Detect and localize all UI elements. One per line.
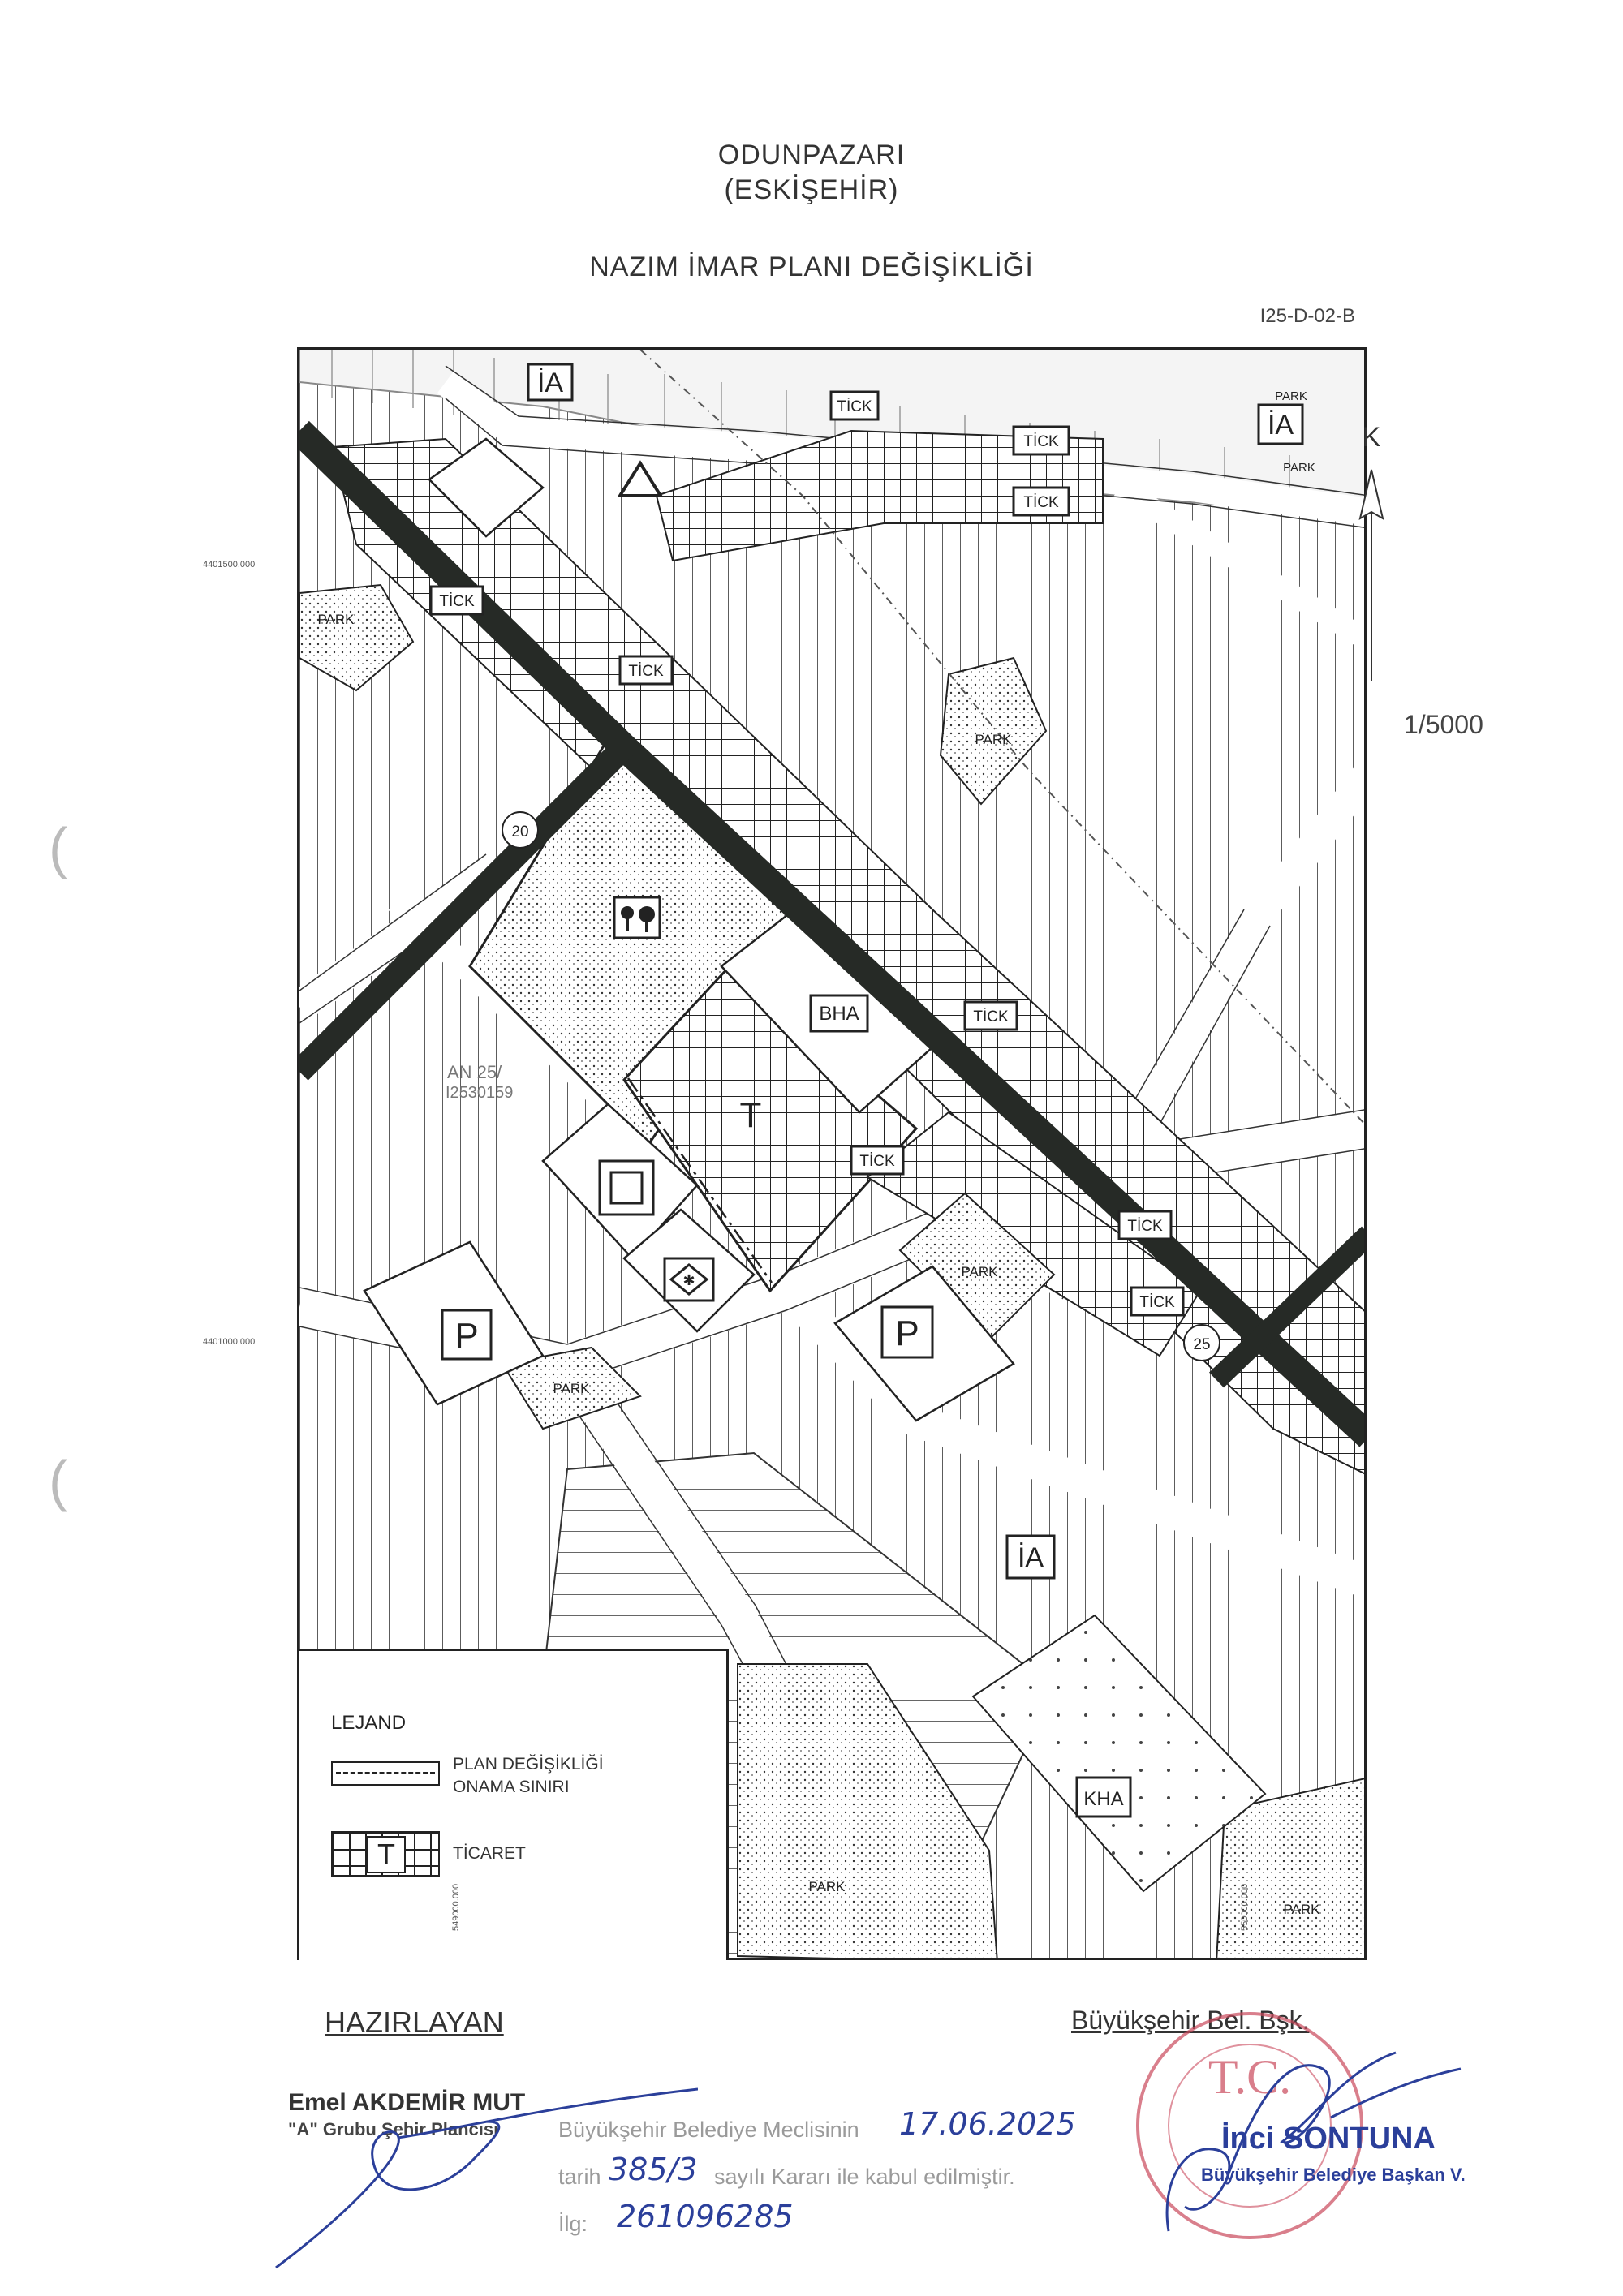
map-label-ia: İA [537,368,563,398]
trees-icon [613,896,661,939]
legend-commerce-swatch: T [331,1831,440,1877]
map-label-park: PARK [1283,461,1315,475]
svg-text:✱: ✱ [682,1272,695,1288]
city-title: (ESKİŞEHİR) [724,174,899,205]
map-label-park: PARK [808,1879,846,1894]
map-label-park: PARK [317,612,355,627]
map-label-park: PARK [1275,389,1307,403]
legend-title: LEJAND [331,1712,407,1734]
map-label-t: T [740,1095,762,1135]
legend-boundary-swatch [331,1761,440,1786]
north-label: K [1362,422,1381,453]
district-title: ODUNPAZARI [717,140,906,170]
id-number: 261096285 [617,2199,794,2234]
legend-commerce-symbol: T [367,1836,406,1873]
legend-item-boundary-sub: ONAMA SINIRI [453,1778,570,1796]
map-label-ia: İA [1018,1542,1044,1573]
map-label-tick: TİCK [973,1008,1009,1025]
map-label-tick: TİCK [1127,1218,1163,1235]
map-label-park: PARK [975,732,1012,747]
map-label-park: PARK [1283,1902,1320,1917]
planner-signature-icon [275,2087,698,2269]
road-number-label: 25 [1193,1336,1210,1353]
legend-item-boundary: PLAN DEĞİŞİKLİĞİ [453,1755,604,1774]
decision-suffix: sayılı Kararı ile kabul edilmiştir. [714,2165,1015,2189]
map-label-park: PARK [553,1381,590,1396]
coord-x-right: 550000.000 [1240,1883,1250,1931]
map-label-tick: TİCK [859,1153,895,1170]
map-label-tick: TİCK [1139,1294,1175,1311]
facility-square-icon [598,1159,655,1216]
official-seal-icon: T.C. [1136,2012,1363,2239]
decision-number: 385/3 [609,2152,698,2187]
facility-diamond-icon: ✱ [663,1257,715,1302]
map-label-bha: BHA [819,1003,859,1025]
road-number-label: 20 [511,823,528,841]
map-label-p: P [895,1314,919,1353]
decision-prefix: tarih [558,2165,601,2189]
scale-label: 1/5000 [1404,710,1483,739]
triangle-symbol-icon [617,460,664,497]
legend-item-commerce: TİCARET [453,1844,526,1863]
north-arrow: K [1347,422,1396,693]
map-label-ia: İA [1268,410,1294,441]
map-label-tick: TİCK [628,663,664,680]
mayor-signature-icon [1165,2051,1462,2232]
svg-text:T.C.: T.C. [1208,2050,1291,2104]
cadastral-label: AN 25/ [447,1062,502,1082]
map-label-p: P [454,1316,478,1356]
prepared-by-label: HAZIRLAYAN [325,2006,504,2039]
map-label-tick: TİCK [837,398,872,415]
planner-role: "A" Grubu Şehir Plancısı [288,2119,499,2139]
punch-hole-icon: ( [49,816,68,879]
plan-title: NAZIM İMAR PLANI DEĞİŞİKLİĞİ [589,252,1034,282]
council-line: Büyükşehir Belediye Meclisinin [558,2118,859,2142]
map-label-kha: KHA [1083,1788,1123,1810]
map-label-tick: TİCK [439,593,475,610]
id-prefix: İlg: [558,2212,588,2236]
punch-hole-icon: ( [49,1449,68,1512]
map-label-tick: TİCK [1023,433,1059,450]
coord-x-left: 549000.000 [451,1883,461,1931]
council-date: 17.06.2025 [899,2106,1076,2142]
north-arrow-icon [1358,469,1384,681]
coord-y-top: 4401500.000 [203,560,256,570]
map-label-tick: TİCK [1023,494,1059,511]
mayor-role: Büyükşehir Belediye Başkan V. [1201,2165,1466,2185]
map-label-park: PARK [961,1264,998,1279]
cadastral-sub-label: I2530159 [446,1084,513,1102]
planner-name: Emel AKDEMİR MUT [288,2089,526,2116]
legend-panel: LEJAND PLAN DEĞİŞİKLİĞİ ONAMA SINIRI T T… [299,1649,729,1960]
mayor-name: İnci SONTUNA [1221,2122,1436,2156]
coord-y-mid: 4401000.000 [203,1337,256,1347]
sheet-code: I25-D-02-B [1259,305,1355,327]
